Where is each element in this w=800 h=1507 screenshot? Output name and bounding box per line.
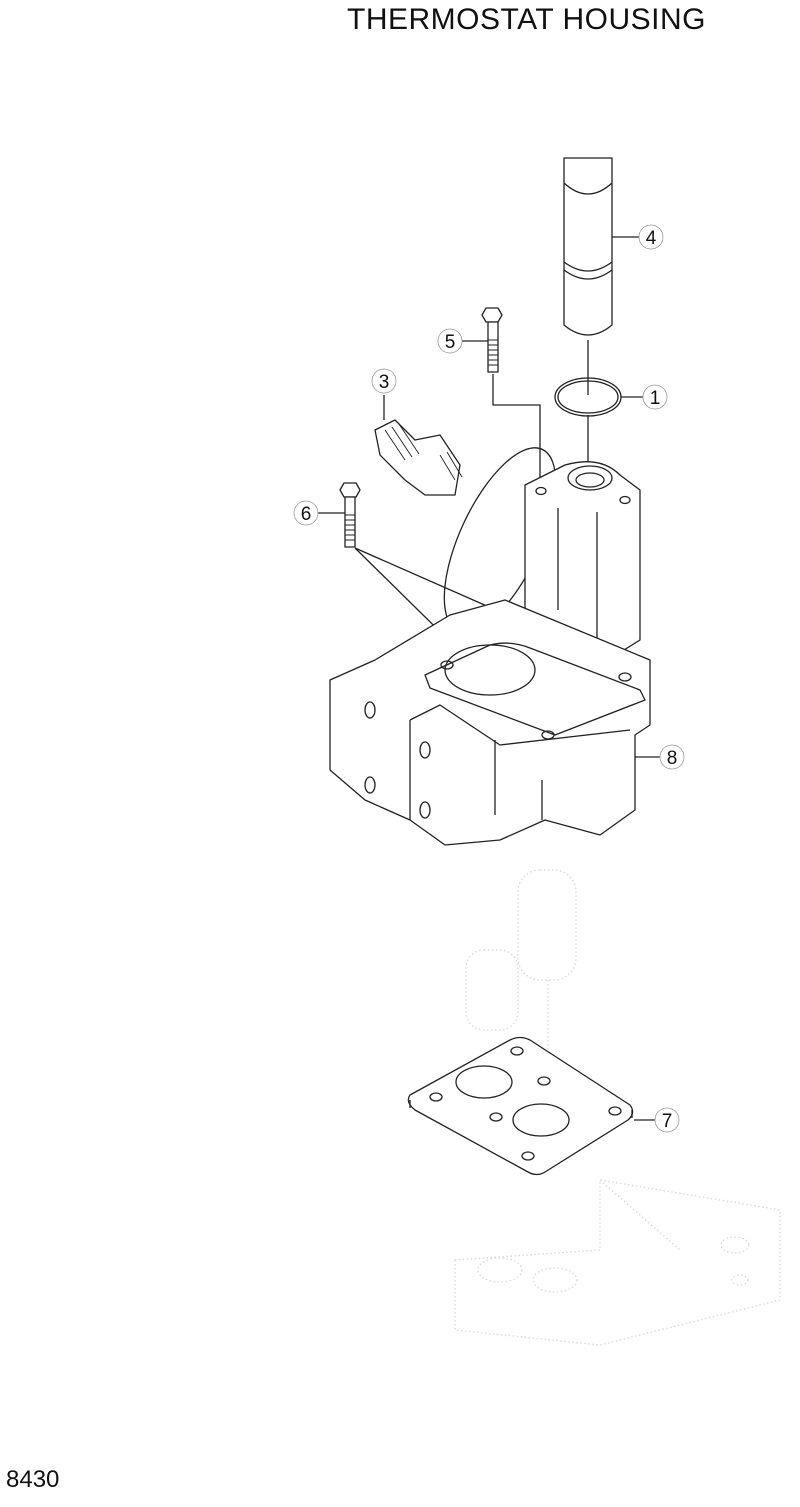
callout-7: 7 (634, 1107, 680, 1133)
part-5-bolt (481, 307, 541, 490)
svg-text:4: 4 (646, 228, 657, 249)
svg-text:6: 6 (301, 504, 312, 525)
part-4-pipe (563, 157, 613, 395)
callout-8: 8 (635, 744, 685, 770)
page-title: THERMOSTAT HOUSING (347, 3, 707, 36)
callout-5: 5 (437, 328, 488, 354)
part-7-gasket (407, 1036, 634, 1176)
callout-6: 6 (293, 500, 345, 526)
svg-text:1: 1 (650, 388, 661, 409)
callout-3: 3 (371, 368, 397, 394)
svg-text:7: 7 (662, 1111, 673, 1132)
callout-1: 1 (621, 384, 668, 410)
svg-text:3: 3 (379, 372, 390, 393)
svg-text:5: 5 (445, 332, 456, 353)
callout-4: 4 (612, 224, 664, 250)
ghost-engine-block (454, 869, 781, 1346)
part-3-connector (374, 395, 463, 496)
part-8-housing (329, 599, 651, 846)
svg-text:8: 8 (667, 748, 678, 769)
housing-neck (524, 461, 641, 666)
page-code: 8430 (6, 1466, 60, 1493)
